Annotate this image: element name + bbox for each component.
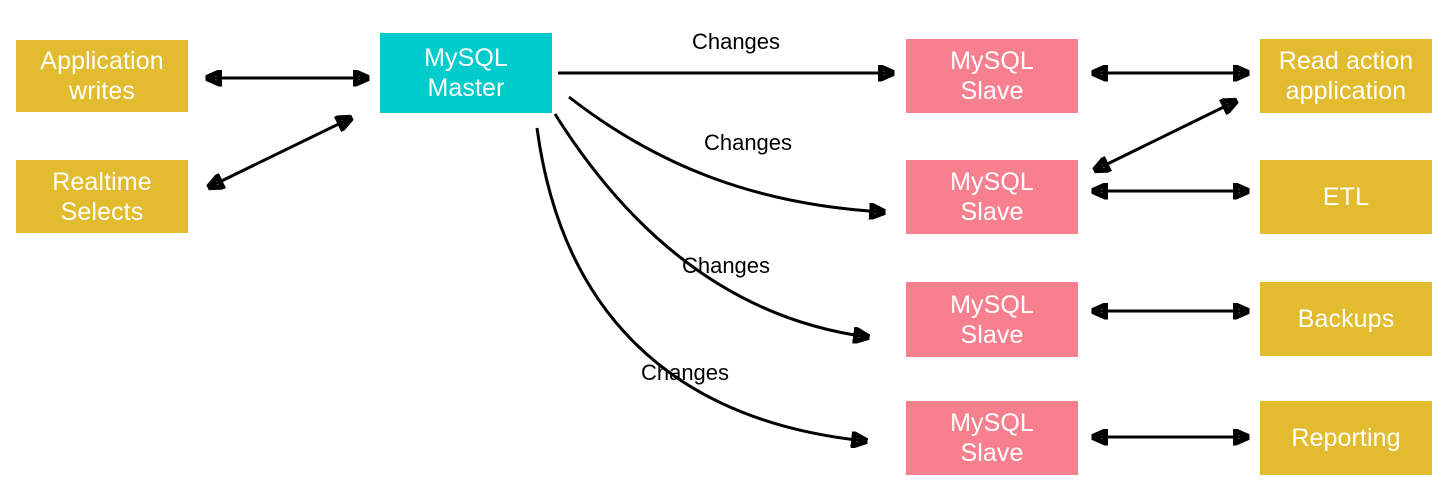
node-mysql-slave-1[interactable]: MySQL Slave [906, 39, 1078, 113]
edge-label-changes-1: Changes [691, 29, 781, 54]
edge-master-to-slave-2 [568, 95, 884, 212]
node-backups[interactable]: Backups [1260, 282, 1432, 356]
edge-label-changes-2: Changes [703, 130, 793, 155]
node-mysql-slave-4[interactable]: MySQL Slave [906, 401, 1078, 475]
node-mysql-slave-2[interactable]: MySQL Slave [906, 160, 1078, 234]
node-realtime-selects[interactable]: Realtime Selects [16, 160, 188, 233]
node-etl[interactable]: ETL [1260, 160, 1432, 234]
edge-label-changes-4: Changes [640, 360, 730, 385]
edge-master-to-slave-4 [535, 127, 866, 441]
edge-master-to-slave-3 [553, 113, 868, 337]
node-read-action-application[interactable]: Read action application [1260, 39, 1432, 113]
node-mysql-master[interactable]: MySQL Master [380, 33, 552, 113]
node-application-writes[interactable]: Application writes [16, 40, 188, 112]
node-mysql-slave-3[interactable]: MySQL Slave [906, 282, 1078, 357]
node-reporting[interactable]: Reporting [1260, 401, 1432, 475]
edge-slave-2-to-read-action-application [1095, 101, 1236, 170]
edge-label-changes-3: Changes [681, 253, 771, 278]
edge-realtime-selects-to-master [209, 118, 351, 187]
